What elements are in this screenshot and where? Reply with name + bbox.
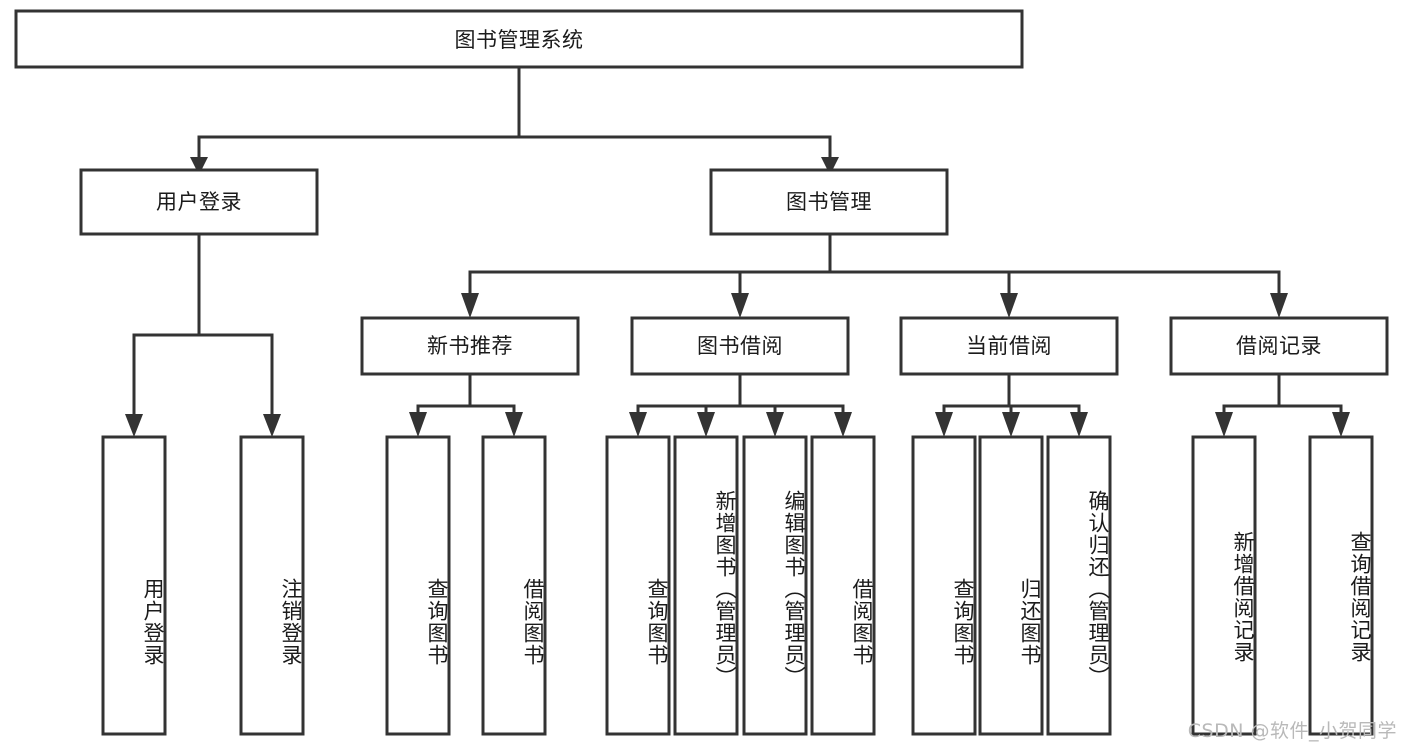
leaf-return-book[interactable]: [978, 435, 1044, 736]
arrowhead-nb-leaf1: [409, 412, 427, 437]
arrowhead-cb-leaf1: [935, 412, 953, 437]
leaf-query-borrow-record[interactable]: [1308, 435, 1374, 736]
arrowhead-current-borrow: [1000, 293, 1018, 318]
node-current-borrow-label: 当前借阅: [966, 334, 1052, 358]
node-new-book-recommend[interactable]: [360, 316, 580, 376]
arrowhead-br-leaf1: [1215, 412, 1233, 437]
watermark-text: CSDN @软件_小贺同学: [1187, 720, 1397, 742]
leaf-logout[interactable]: [239, 435, 305, 736]
node-borrow-record[interactable]: [1169, 316, 1389, 376]
node-book-management-label: 图书管理: [786, 190, 872, 214]
leaf-query-book-bb[interactable]: [605, 435, 671, 736]
node-new-book-recommend-label: 新书推荐: [427, 334, 513, 358]
arrowhead-leaf-logout: [263, 414, 281, 437]
node-book-borrow-label: 图书借阅: [697, 334, 783, 358]
node-user-login-label: 用户登录: [156, 190, 242, 214]
leaf-confirm-return-admin[interactable]: [1046, 435, 1112, 736]
leaf-user-login[interactable]: [101, 435, 167, 736]
arrowhead-user-login: [190, 157, 208, 175]
arrowhead-new-book: [461, 293, 479, 318]
node-user-login[interactable]: [79, 168, 319, 236]
leaf-borrow-book-bb[interactable]: [810, 435, 876, 736]
leaf-edit-book-admin[interactable]: [742, 435, 808, 736]
leaf-add-book-admin[interactable]: [673, 435, 739, 736]
arrowhead-bb-leaf1: [629, 412, 647, 437]
edges-layer: [125, 65, 1350, 437]
leaf-borrow-book-nb[interactable]: [481, 435, 547, 736]
labels-layer: 图书管理系统 用户登录 图书管理 新书推荐 图书借阅 当前借阅 借阅记录: [156, 28, 1322, 358]
nodes-layer: [14, 9, 1389, 736]
leaf-query-book-nb[interactable]: [385, 435, 451, 736]
node-book-management[interactable]: [709, 168, 949, 236]
arrowhead-leaf-user-login: [125, 414, 143, 437]
arrowhead-bb-leaf3: [766, 412, 784, 437]
leaf-add-borrow-record[interactable]: [1191, 435, 1257, 736]
node-current-borrow[interactable]: [899, 316, 1119, 376]
arrowhead-cb-leaf3: [1070, 412, 1088, 437]
node-borrow-record-label: 借阅记录: [1236, 334, 1322, 358]
node-root-label: 图书管理系统: [455, 28, 584, 52]
arrowhead-book-mgmt: [821, 157, 839, 175]
arrowhead-book-borrow: [731, 293, 749, 318]
node-root[interactable]: [14, 9, 1024, 69]
arrowhead-cb-leaf2: [1002, 412, 1020, 437]
arrowhead-bb-leaf4: [834, 412, 852, 437]
node-book-borrow[interactable]: [630, 316, 850, 376]
arrowhead-nb-leaf2: [505, 412, 523, 437]
arrowhead-br-leaf2: [1332, 412, 1350, 437]
arrowhead-borrow-record: [1270, 293, 1288, 318]
arrowhead-bb-leaf2: [697, 412, 715, 437]
leaf-query-book-cb[interactable]: [911, 435, 977, 736]
